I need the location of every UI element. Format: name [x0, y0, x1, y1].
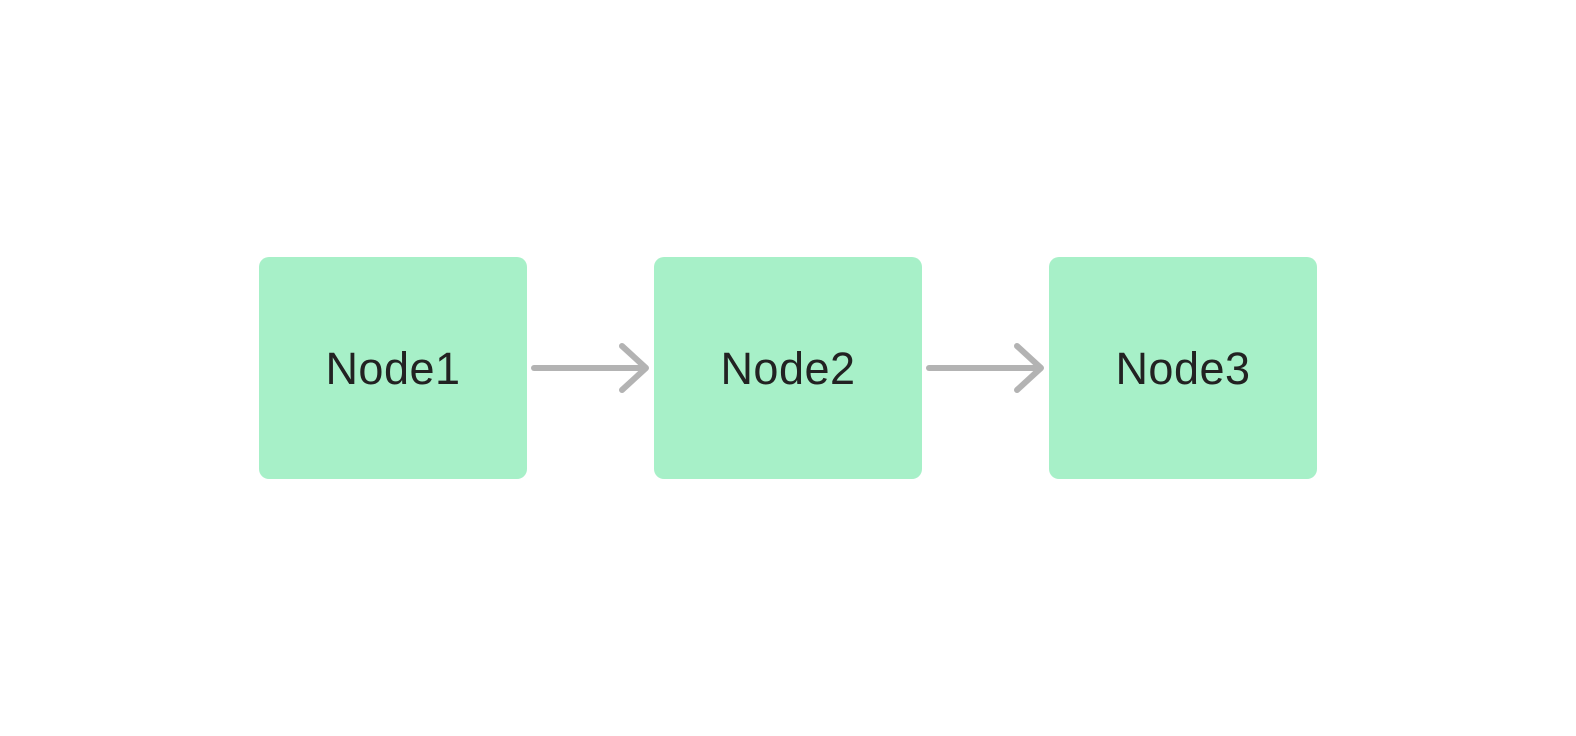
- node-node3[interactable]: Node3: [1049, 257, 1317, 479]
- right-arrow-icon: [531, 343, 649, 393]
- node-label: Node2: [720, 342, 856, 394]
- node-node2[interactable]: Node2: [654, 257, 922, 479]
- right-arrow-icon: [926, 343, 1044, 393]
- node-node1[interactable]: Node1: [259, 257, 527, 479]
- flow-diagram: Node1 Node2 Node3: [259, 257, 1317, 479]
- node-label: Node3: [1115, 342, 1251, 394]
- node-label: Node1: [325, 342, 461, 394]
